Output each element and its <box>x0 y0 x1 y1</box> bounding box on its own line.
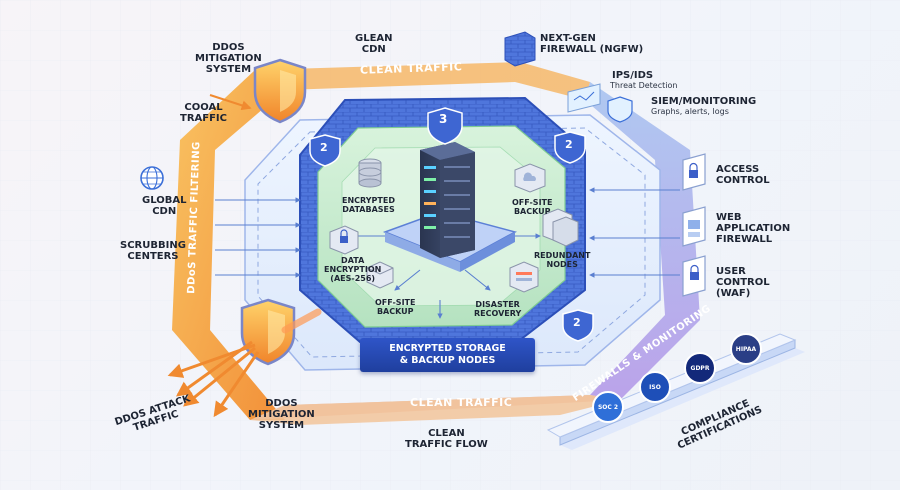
offsite-backup-right-label: OFF-SITE BACKUP <box>512 198 553 216</box>
layer-2-shield-right-icon <box>554 131 586 164</box>
global-cdn-label: GLOBAL CDN <box>142 195 187 217</box>
layer-2-shield-left-icon <box>309 134 341 167</box>
scrubbing-centers-label: SCRUBBING CENTERS <box>120 240 186 262</box>
clean-traffic-flow-label: CLEAN TRAFFIC FLOW <box>405 428 488 450</box>
waf-label: WEB APPLICATION FIREWALL <box>716 212 791 245</box>
data-encryption-label: DATA ENCRYPTION (AES-256) <box>324 256 382 283</box>
ddos-mitigation-top-label: DDoS MITIGATION SYSTEM <box>195 42 262 75</box>
encrypted-storage-banner: ENCRYPTED STORAGE & BACKUP NODES <box>360 338 535 372</box>
disaster-recovery-icon <box>509 261 539 293</box>
ddos-filtering-band <box>172 70 285 420</box>
access-control-panel-icon <box>682 153 706 191</box>
layer-3-shield-icon <box>427 107 463 145</box>
redundant-nodes-label: REDUNDANT NODES <box>534 251 591 269</box>
encryption-lock-icon <box>329 225 359 255</box>
badge-soc2: SOC 2 <box>598 404 618 411</box>
siem-monitoring-label: SIEM/MONITORING <box>651 96 757 107</box>
access-control-label: ACCESS CONTROL <box>716 164 770 186</box>
disaster-recovery-label: DISASTER RECOVERY <box>474 300 522 318</box>
glean-cdn-label: GLEAN CDN <box>355 33 393 55</box>
siem-shield-icon <box>607 96 633 123</box>
ngfw-label: NEXT-GEN FIREWALL (NGFW) <box>540 33 644 55</box>
waf-panel-icon <box>682 206 706 247</box>
layer-2-number-right: 2 <box>565 138 573 151</box>
cooal-traffic-arrow <box>209 94 252 111</box>
compliance-badges: SOC 2 ISO GDPR HIPAA <box>592 333 762 423</box>
redundant-nodes-icon <box>542 208 579 247</box>
server-rack-icon <box>420 142 475 258</box>
ips-ids-label: IPS/IDS <box>612 70 654 81</box>
ips-ids-panel-icon <box>567 83 601 113</box>
database-icon <box>358 158 382 188</box>
offsite-backup-box-icon <box>366 261 394 289</box>
user-control-label: USER CONTROL (WAF) <box>716 266 770 299</box>
badge-iso: ISO <box>649 384 661 391</box>
encrypted-databases-label: ENCRYPTED DATABASES <box>342 196 395 214</box>
layer-2-number-bottom: 2 <box>573 316 581 329</box>
cooal-traffic-label: COOAL TRAFFIC <box>180 102 227 124</box>
ngfw-brick-icon <box>504 31 536 67</box>
user-control-panel-icon <box>682 255 706 297</box>
storage-banner-line1: ENCRYPTED STORAGE <box>389 343 506 354</box>
badge-gdpr: GDPR <box>691 365 710 372</box>
clean-traffic-top-band <box>255 62 590 100</box>
ddos-attack-arrows <box>167 340 260 418</box>
badge-hipaa: HIPAA <box>736 346 757 353</box>
ddos-mitigation-bottom-label: DDoS MITIGATION SYSTEM <box>248 398 315 431</box>
ips-ids-subtext: Threat Detection <box>610 81 678 90</box>
globe-icon <box>140 166 164 190</box>
firewalls-monitoring-band <box>585 82 700 400</box>
layer-3-number: 3 <box>439 112 448 126</box>
storage-banner-line2: & BACKUP NODES <box>399 355 496 366</box>
ddos-shield-top-icon <box>253 58 307 124</box>
clean-traffic-bottom-label: CLEAN TRAFFIC <box>410 396 513 409</box>
cloud-backup-device-icon <box>514 163 546 193</box>
siem-subtext: Graphs, alerts, logs <box>651 107 729 116</box>
layer-2-number-left: 2 <box>320 141 328 154</box>
offsite-backup-bottom-label: OFF-SITE BACKUP <box>375 298 416 316</box>
layer-2-shield-bottom-icon <box>562 309 594 342</box>
